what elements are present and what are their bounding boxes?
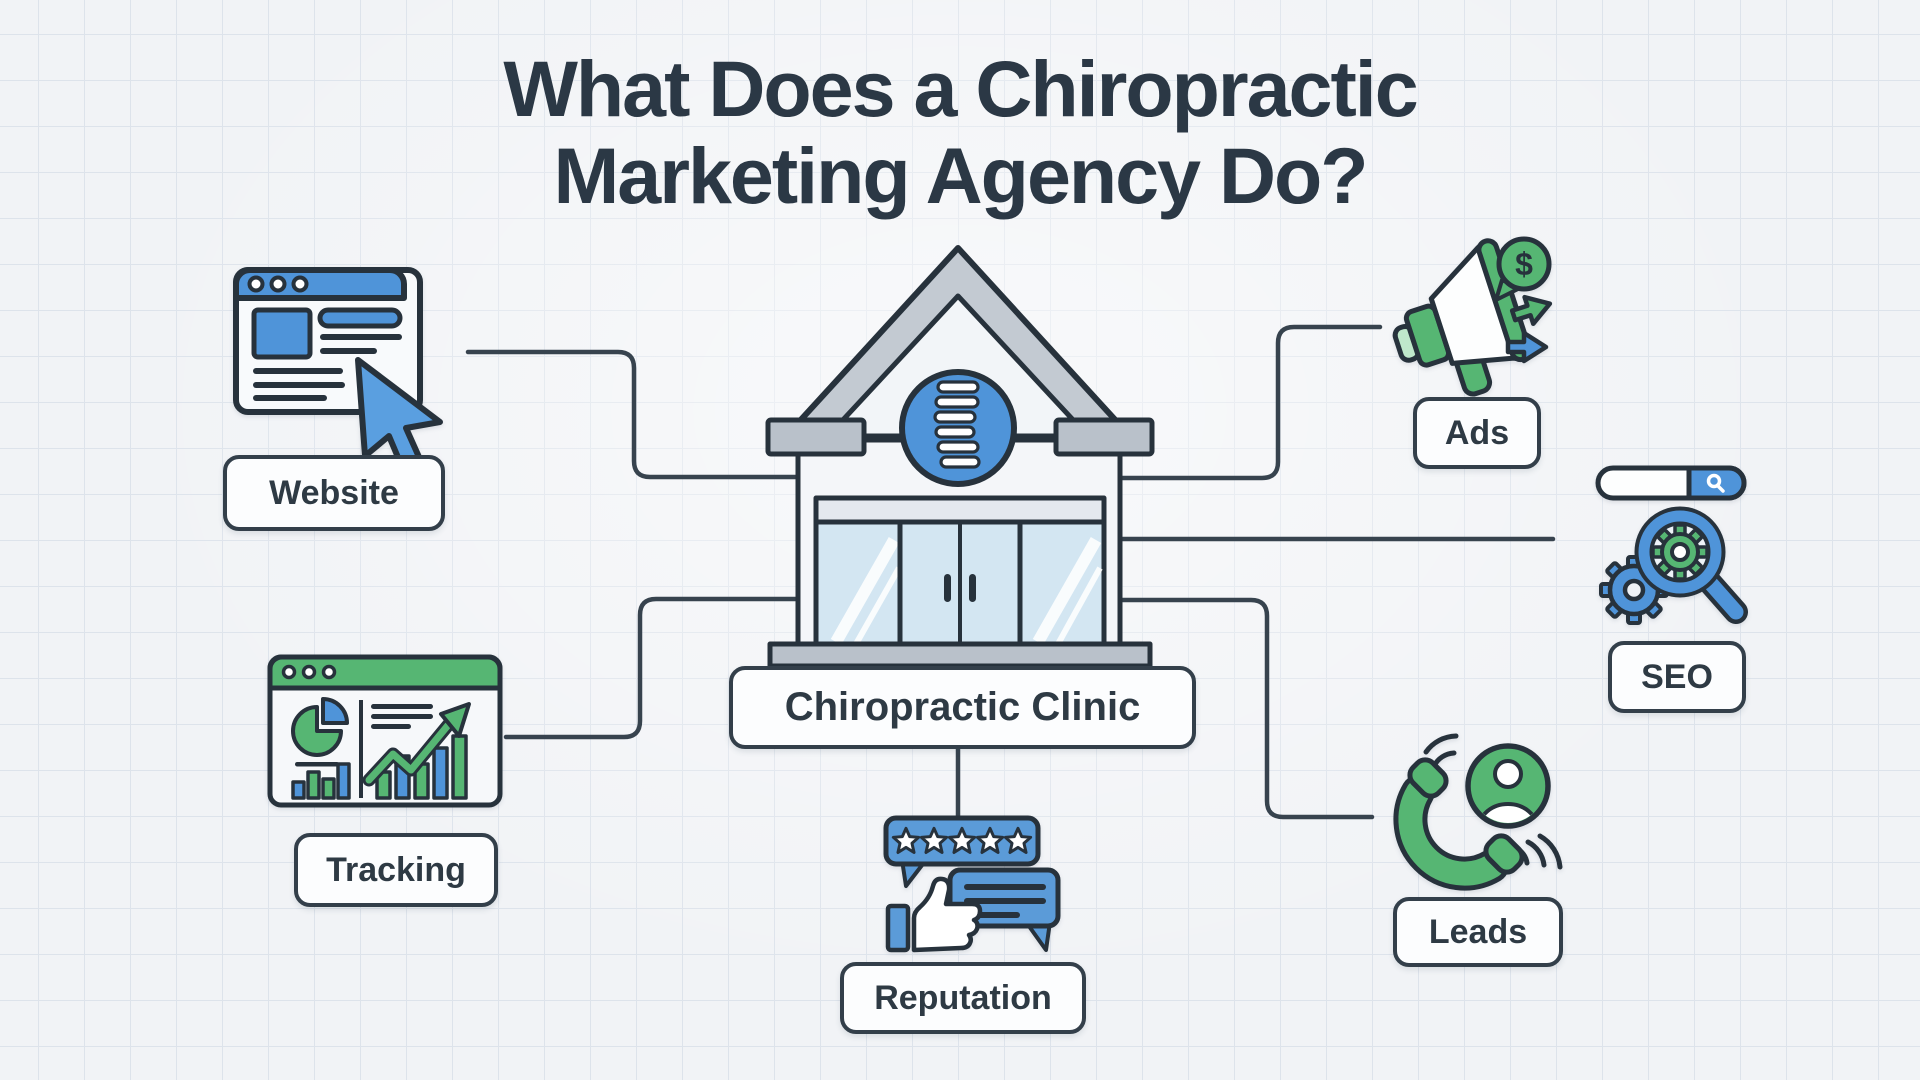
connector-clinic-to-ads	[1115, 324, 1383, 481]
label-reputation-text: Reputation	[874, 978, 1052, 1017]
building-plinth	[767, 641, 1153, 669]
browser-text-lines	[253, 334, 402, 401]
door-handle-left	[944, 574, 951, 602]
glass-reflections	[830, 537, 1103, 646]
connector-website-to-clinic	[465, 349, 803, 480]
connector-tracking-to-clinic	[503, 596, 803, 740]
star-review-bubble-icon	[883, 815, 1041, 888]
phone-handset-icon	[1393, 757, 1525, 891]
storefront-lintel	[813, 495, 1107, 525]
search-bar-icon	[1595, 465, 1747, 501]
label-seo: SEO	[1608, 641, 1746, 713]
avatar-icon	[1465, 743, 1551, 829]
label-leads: Leads	[1393, 897, 1563, 967]
label-ads: Ads	[1413, 397, 1541, 469]
thumbs-up-icon	[885, 876, 983, 953]
reputation-reviews-icon	[883, 815, 1061, 953]
magnifier-gear-icon	[1634, 506, 1748, 624]
spine-emblem-icon	[899, 369, 1017, 487]
title-line-1: What Does a Chiropractic	[503, 44, 1418, 133]
green-arrow-icon	[1509, 294, 1553, 327]
browser-dots-icon	[247, 275, 309, 293]
connector-lines	[465, 324, 1556, 820]
mini-bar-chart-icon	[291, 762, 351, 800]
pie-chart-icon	[291, 697, 349, 757]
megaphone-icon	[1392, 238, 1533, 397]
dollar-bubble-icon: $	[1494, 236, 1552, 302]
label-website-text: Website	[269, 473, 399, 512]
label-website: Website	[223, 455, 445, 531]
label-tracking: Tracking	[294, 833, 498, 907]
storefront-mullions	[897, 522, 1023, 646]
label-chiropractic-clinic: Chiropractic Clinic	[729, 666, 1196, 749]
door-handle-right	[969, 574, 976, 602]
tracking-dashboard-icon	[267, 654, 503, 808]
growth-arrow-icon	[362, 702, 471, 787]
label-ads-text: Ads	[1444, 413, 1510, 452]
seo-search-icon	[1595, 465, 1748, 625]
dashboard-text-lines	[371, 704, 433, 729]
eave-left	[765, 417, 867, 457]
website-browser-icon	[233, 267, 443, 477]
connector-clinic-to-leads	[1115, 597, 1375, 820]
label-reputation: Reputation	[840, 962, 1086, 1034]
label-tracking-text: Tracking	[326, 850, 466, 889]
title-line-2: Marketing Agency Do?	[553, 130, 1368, 220]
label-seo-text: SEO	[1641, 657, 1713, 696]
eave-right	[1053, 417, 1155, 457]
blue-arrow-icon	[1505, 330, 1549, 364]
ads-megaphone-icon: $	[1392, 236, 1553, 397]
leads-phone-icon	[1393, 733, 1563, 891]
clinic-building-icon	[765, 245, 1155, 669]
page-title: What Does a Chiropractic Marketing Agenc…	[0, 44, 1920, 220]
dashboard-dots-icon	[281, 664, 337, 680]
label-leads-text: Leads	[1428, 912, 1528, 951]
label-clinic-text: Chiropractic Clinic	[784, 685, 1141, 729]
dollar-sign: $	[1515, 246, 1533, 282]
